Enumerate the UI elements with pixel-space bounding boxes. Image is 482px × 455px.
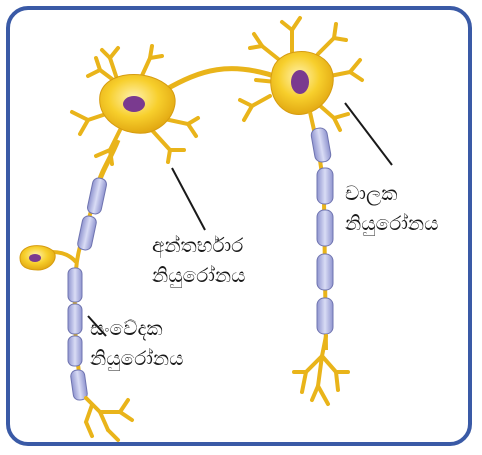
interneuron-label: අන්තර්භාර නියුරෝනය: [152, 232, 246, 288]
motor-terminal-branches: [294, 336, 348, 404]
motor-neuron: [240, 18, 362, 404]
sensory-label-line1: සංවේදක: [90, 315, 184, 341]
interneuron-label-line2: නියුරෝනය: [152, 262, 246, 288]
motor-myelin-sheath: [310, 127, 333, 334]
sensory-label-line2: නියුරෝනය: [90, 345, 184, 371]
motor-leader-line: [345, 103, 392, 165]
sensory-nucleus: [29, 254, 41, 262]
motor-neuron-label: චාලක නියුරෝනය: [345, 180, 439, 236]
motor-label-line2: නියුරෝනය: [345, 210, 439, 236]
sensory-neuron-label: සංවේදක නියුරෝනය: [90, 315, 184, 371]
sensory-terminal-branches: [86, 398, 132, 440]
interneuron-leader-line: [172, 168, 205, 230]
sensory-neuron: [20, 177, 132, 440]
interneuron-nucleus: [123, 96, 145, 112]
motor-label-line1: චාලක: [345, 180, 439, 206]
motor-nucleus: [291, 70, 309, 94]
interneuron-label-line1: අන්තර්භාර: [152, 232, 246, 258]
